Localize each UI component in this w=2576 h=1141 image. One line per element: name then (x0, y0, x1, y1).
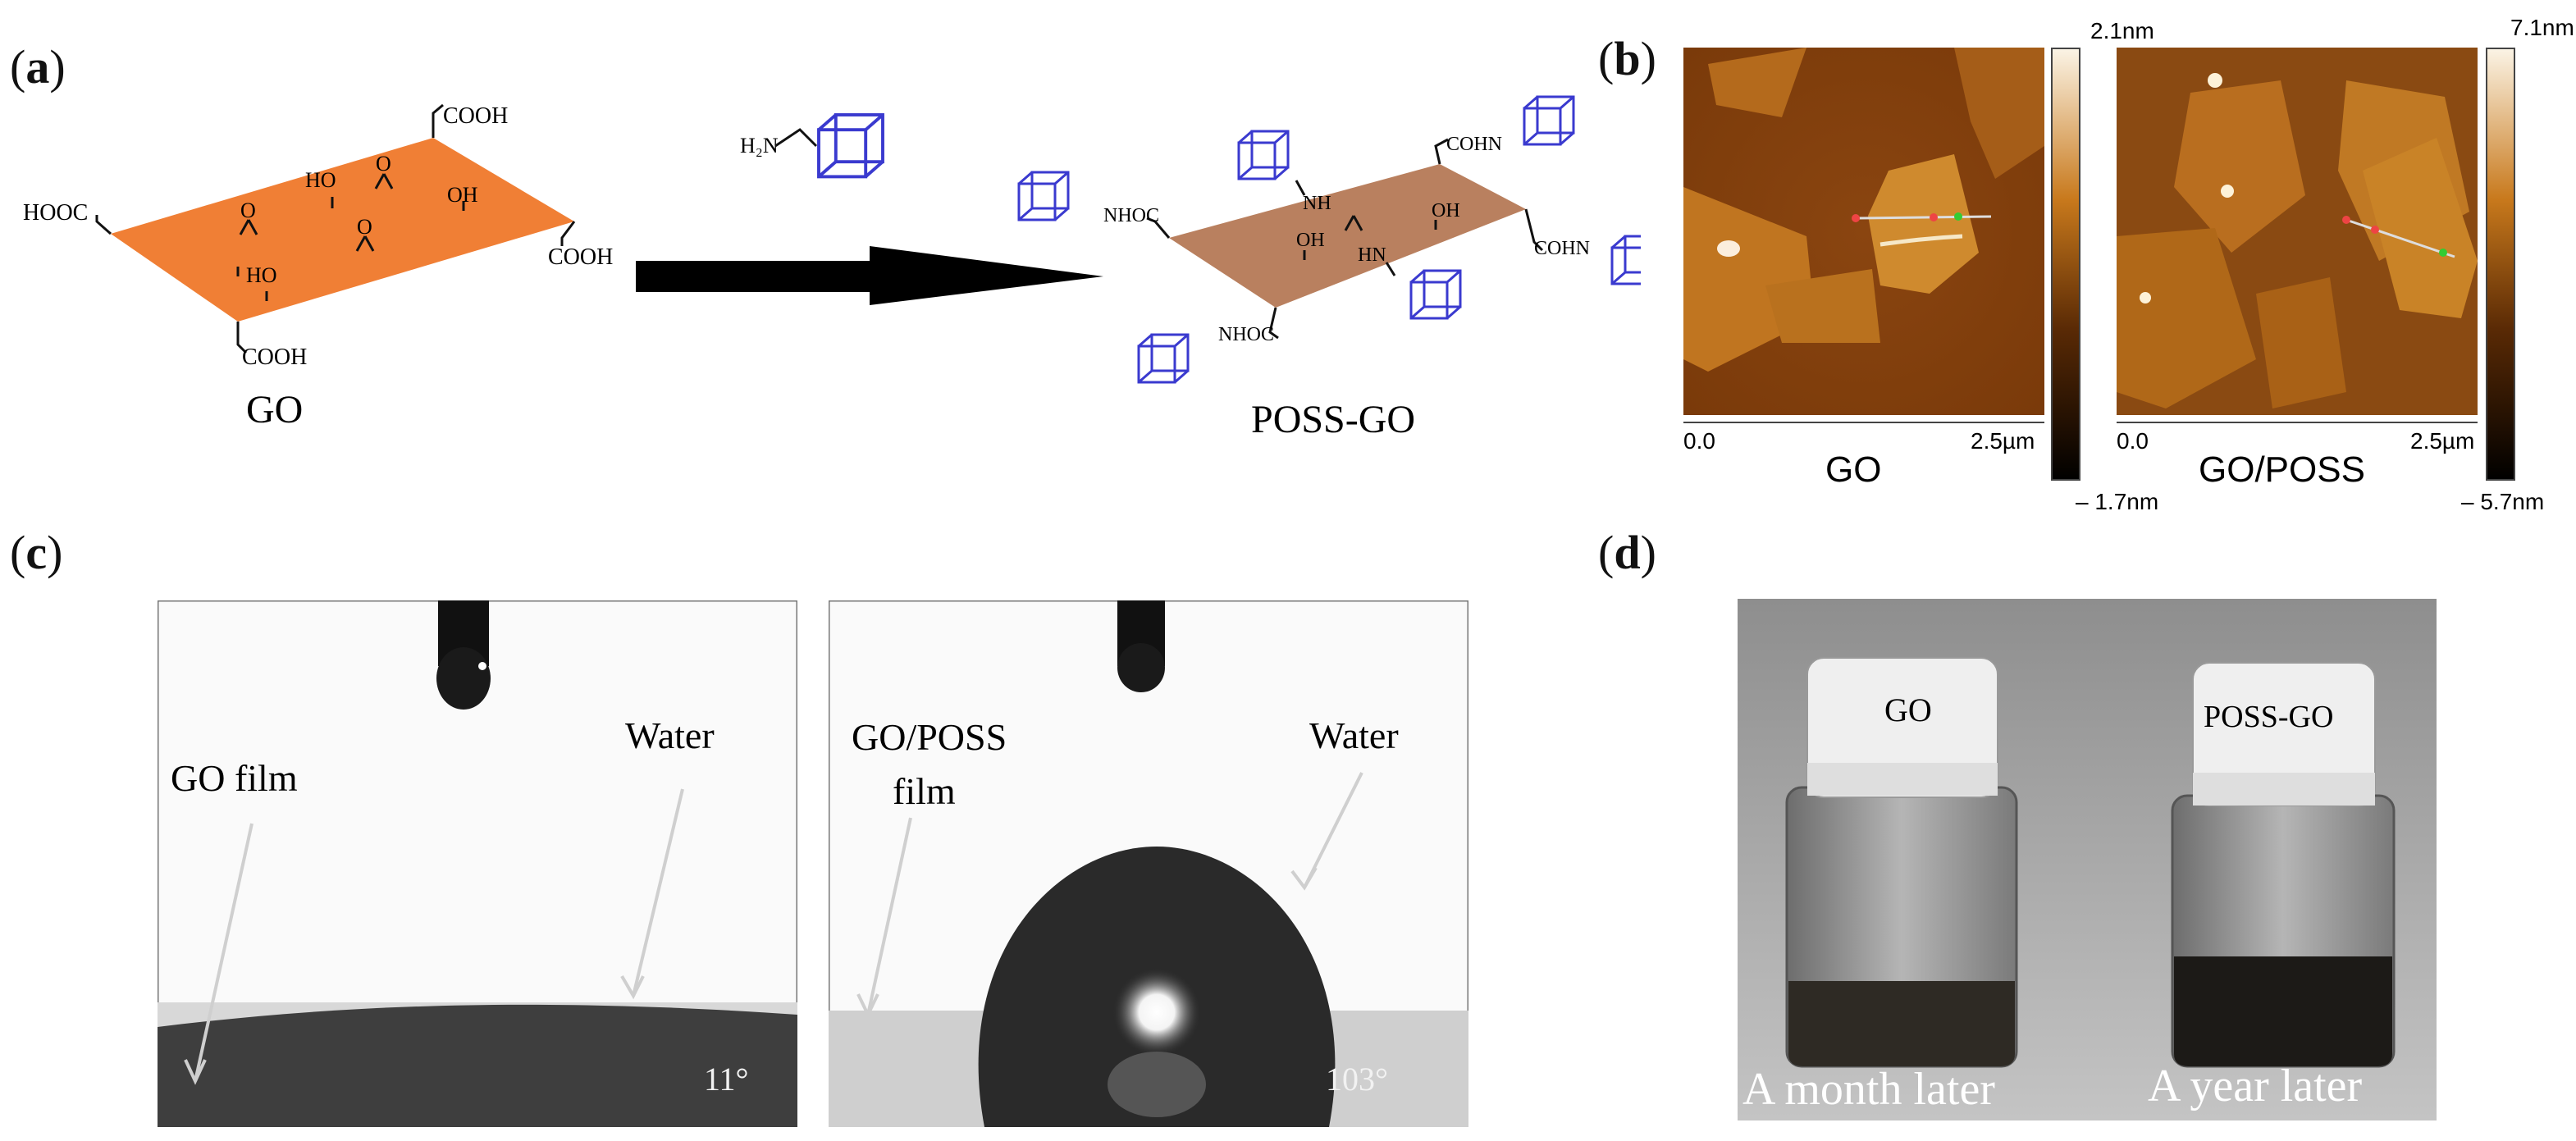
go-water-film (158, 1004, 797, 1127)
goposs-bright-spot-2 (2221, 185, 2234, 198)
afm-goposs-colorbar (2486, 48, 2515, 481)
afm-go-axis-end: 2.5µm (1971, 428, 2035, 454)
afm-go-scale-top: 2.1nm (2090, 18, 2154, 43)
poss-go-cohn-right: COHN (1534, 238, 1590, 259)
go-film-label: GO film (171, 757, 298, 799)
afm-go-x-axis (1683, 422, 2044, 423)
afm-goposs-axis-end: 2.5µm (2410, 428, 2475, 454)
goposs-flake-3 (2117, 228, 2256, 408)
poss-go-nhoc-left: NHOC (1103, 205, 1159, 226)
go-epoxy-o-3: O (357, 215, 372, 239)
poss-go-name: POSS-GO (1251, 398, 1415, 441)
go-film-arrow (194, 823, 253, 1082)
poss-go-cube-6 (1137, 333, 1190, 384)
afm-go-axis-start: 0.0 (1683, 428, 1715, 454)
go-cooh-right: COOH (548, 244, 613, 270)
poss-go-nhoc-bottom: NHOC (1218, 324, 1274, 345)
vial-poss-go-caption: A year later (2148, 1061, 2363, 1111)
goposs-film-arrow (866, 817, 912, 1015)
afm-goposs-x-axis (2117, 422, 2478, 423)
vial-go-cap-text: GO (1884, 691, 1932, 728)
goposs-film-label-line1: GO/POSS (852, 716, 1007, 758)
go-water-label: Water (625, 714, 715, 756)
panel-b-label: (b) (1598, 32, 1656, 85)
reagent-amine: H₂N (740, 134, 779, 157)
go-flake-5 (1765, 269, 1880, 343)
afm-go-colorbar (2051, 48, 2080, 481)
afm-goposs-axis-start: 0.0 (2117, 428, 2149, 454)
go-flake-2 (1868, 154, 1979, 294)
go-ho-1: HO (305, 168, 336, 192)
go-name: GO (246, 388, 303, 431)
go-contact-angle: 11° (704, 1061, 749, 1098)
goposs-profile-line (2345, 218, 2455, 258)
poss-go-cohn-top: COHN (1446, 134, 1502, 155)
go-epoxy-o-1: O (376, 152, 391, 176)
afm-goposs-caption: GO/POSS (2199, 450, 2365, 490)
poss-go-bonds (1146, 138, 1544, 340)
afm-go-scale-bottom: – 1.7nm (2076, 489, 2159, 514)
poss-go-cube-3 (1523, 95, 1575, 146)
go-flake-3 (1708, 48, 1806, 117)
poss-go-cube-5 (1610, 235, 1641, 285)
afm-go-caption: GO (1825, 450, 1882, 490)
poss-go-oh-1: OH (1432, 200, 1460, 221)
go-cooh-top: COOH (443, 103, 508, 129)
reagent-bond (774, 128, 818, 148)
reaction-arrow (636, 246, 1103, 305)
goposs-contact-angle: 103° (1326, 1061, 1388, 1098)
panel-c-label: (c) (10, 526, 63, 579)
panel-a-scheme: COOH HOOC COOH COOH HO OH HO O O O GO H₂… (23, 95, 1641, 441)
goposs-flake-1 (2174, 80, 2305, 253)
poss-go-hn-mid: HN (1358, 244, 1386, 266)
vial-poss-go-cap-text: POSS-GO (2204, 700, 2334, 734)
vials-photo (1738, 599, 2437, 1120)
afm-goposs-scale-bottom: – 5.7nm (2461, 489, 2545, 514)
goposs-flake-5 (2256, 277, 2346, 408)
vial-go-caption: A month later (1742, 1064, 1995, 1115)
poss-go-nh-top: NH (1303, 193, 1331, 214)
vial-poss-go (2171, 662, 2396, 1068)
goposs-flake-4 (2363, 138, 2478, 318)
go-hooc-left: HOOC (23, 200, 88, 226)
go-pendant-drop (436, 647, 491, 710)
go-bonds (95, 103, 576, 354)
contact-angle-goposs (829, 600, 1468, 1127)
go-white-spot (1717, 240, 1740, 257)
poss-go-cube-1 (1017, 171, 1070, 221)
panel-d-label: (d) (1598, 526, 1656, 579)
vial-go (1785, 657, 2018, 1068)
go-sheet (111, 138, 574, 322)
afm-go-image (1683, 48, 2044, 415)
goposs-film-label-line2: film (893, 770, 956, 812)
goposs-water-label: Water (1309, 714, 1399, 756)
afm-goposs-image (2117, 48, 2478, 415)
goposs-bright-spot-1 (2208, 73, 2222, 88)
go-ho-2: HO (246, 263, 277, 287)
go-oh-1: OH (447, 183, 478, 207)
go-flake-4 (1954, 48, 2044, 179)
contact-angle-go (158, 600, 797, 1127)
poss-go-cube-2 (1237, 130, 1290, 180)
panel-a-label: (a) (10, 40, 66, 94)
go-water-arrow (632, 788, 684, 997)
go-epoxy-o-2: O (240, 199, 256, 222)
reagent-poss-cube (817, 113, 884, 179)
poss-go-sheet (1169, 164, 1526, 308)
afm-goposs-scale-top: 7.1nm (2510, 15, 2574, 40)
go-profile-line (1855, 215, 1992, 220)
go-cooh-bottom: COOH (242, 345, 307, 370)
poss-go-cube-4 (1409, 269, 1462, 320)
poss-go-oh-2: OH (1296, 230, 1325, 251)
goposs-bright-spot-3 (2140, 292, 2151, 304)
goposs-drop-glare (1112, 968, 1201, 1057)
